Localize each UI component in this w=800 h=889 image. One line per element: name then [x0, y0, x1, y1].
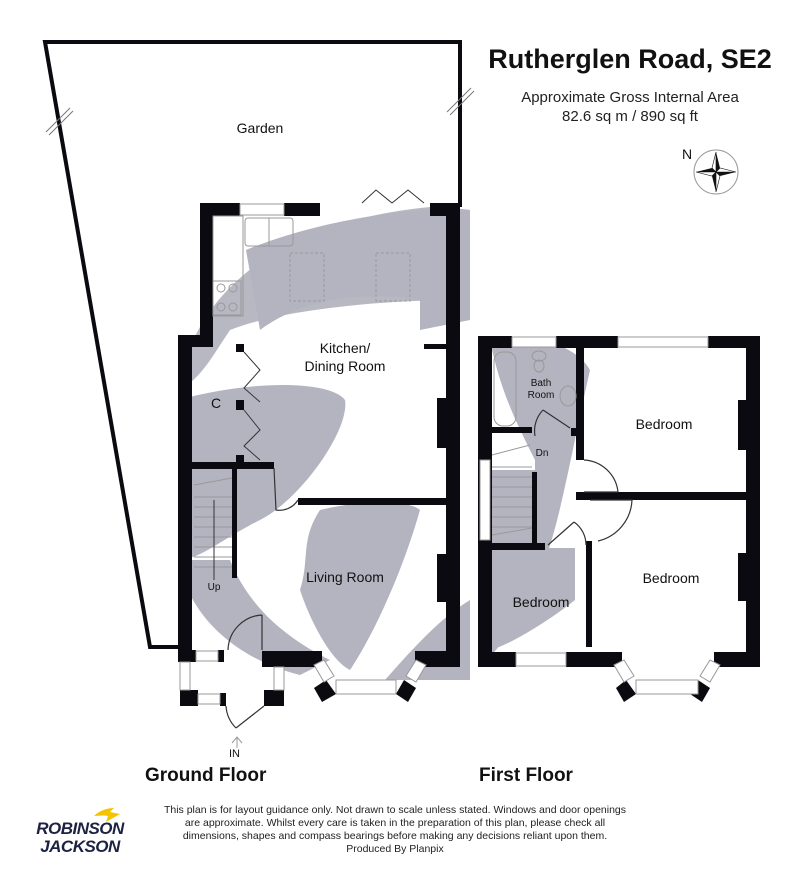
- compass-north-label: N: [682, 146, 693, 162]
- boundary-break-marks: [45, 87, 475, 136]
- room-label-living-room: Living Room: [306, 569, 384, 585]
- room-label-bath-line1: Bath: [530, 378, 552, 389]
- brand-swoosh-icon: [94, 808, 120, 822]
- entrance-arrow-icon: [231, 736, 243, 748]
- ground-floor-label: Ground Floor: [145, 765, 267, 786]
- disclaimer-line-1: This plan is for layout guidance only. N…: [163, 804, 627, 816]
- room-label-bedroom-rear: Bedroom: [635, 416, 693, 432]
- brand-name-line2: JACKSON: [40, 837, 120, 856]
- ground-floor-windows: [179, 203, 427, 705]
- room-label-garden: Garden: [236, 120, 284, 136]
- first-floor-walls: [478, 336, 760, 702]
- property-title: Rutherglen Road, SE2: [488, 44, 772, 74]
- brand-name-line1: ROBINSON: [36, 819, 124, 838]
- room-label-cupboard: C: [210, 395, 222, 411]
- ground-floor-stairs: [193, 477, 233, 580]
- room-label-bedroom-front: Bedroom: [642, 570, 700, 586]
- compass-rose-icon: [693, 149, 739, 195]
- bifold-doors: [243, 189, 425, 461]
- kitchen-fittings: [212, 215, 411, 317]
- bathroom-fittings: [493, 350, 577, 427]
- room-label-kitchen-line2: Dining Room: [304, 358, 386, 374]
- entrance-label: IN: [229, 748, 240, 760]
- room-label-bathroom: Bath Room: [523, 378, 559, 402]
- stairs-up-label: Up: [207, 582, 221, 593]
- first-floor-label: First Floor: [479, 765, 573, 786]
- watermark-logo: [178, 205, 590, 680]
- area-value: 82.6 sq m / 890 sq ft: [562, 108, 698, 125]
- first-floor-windows: [479, 336, 721, 695]
- room-label-bedroom-small: Bedroom: [512, 594, 570, 610]
- room-label-kitchen-line1: Kitchen/: [319, 340, 371, 356]
- garden-boundary: [42, 40, 462, 649]
- stairs-down-label: Dn: [535, 448, 549, 459]
- disclaimer: This plan is for layout guidance only. N…: [150, 804, 640, 856]
- room-label-kitchen-dining: Kitchen/ Dining Room: [290, 339, 400, 375]
- room-label-bath-line2: Room: [527, 390, 555, 401]
- area-label: Approximate Gross Internal Area: [521, 89, 739, 106]
- disclaimer-line-3: dimensions, shapes and compass bearings …: [182, 830, 608, 842]
- first-floor-stairs: [491, 444, 533, 536]
- ground-floor-walls: [178, 203, 460, 706]
- disclaimer-line-2: are approximate. Whilst every care is ta…: [184, 817, 606, 829]
- ground-floor-doors: [225, 467, 299, 729]
- brand-logo: ROBINSON JACKSON: [30, 806, 130, 866]
- produced-by: Produced By Planpix: [346, 843, 444, 855]
- first-floor-doors: [533, 409, 633, 546]
- area-summary: Approximate Gross Internal Area 82.6 sq …: [470, 88, 790, 126]
